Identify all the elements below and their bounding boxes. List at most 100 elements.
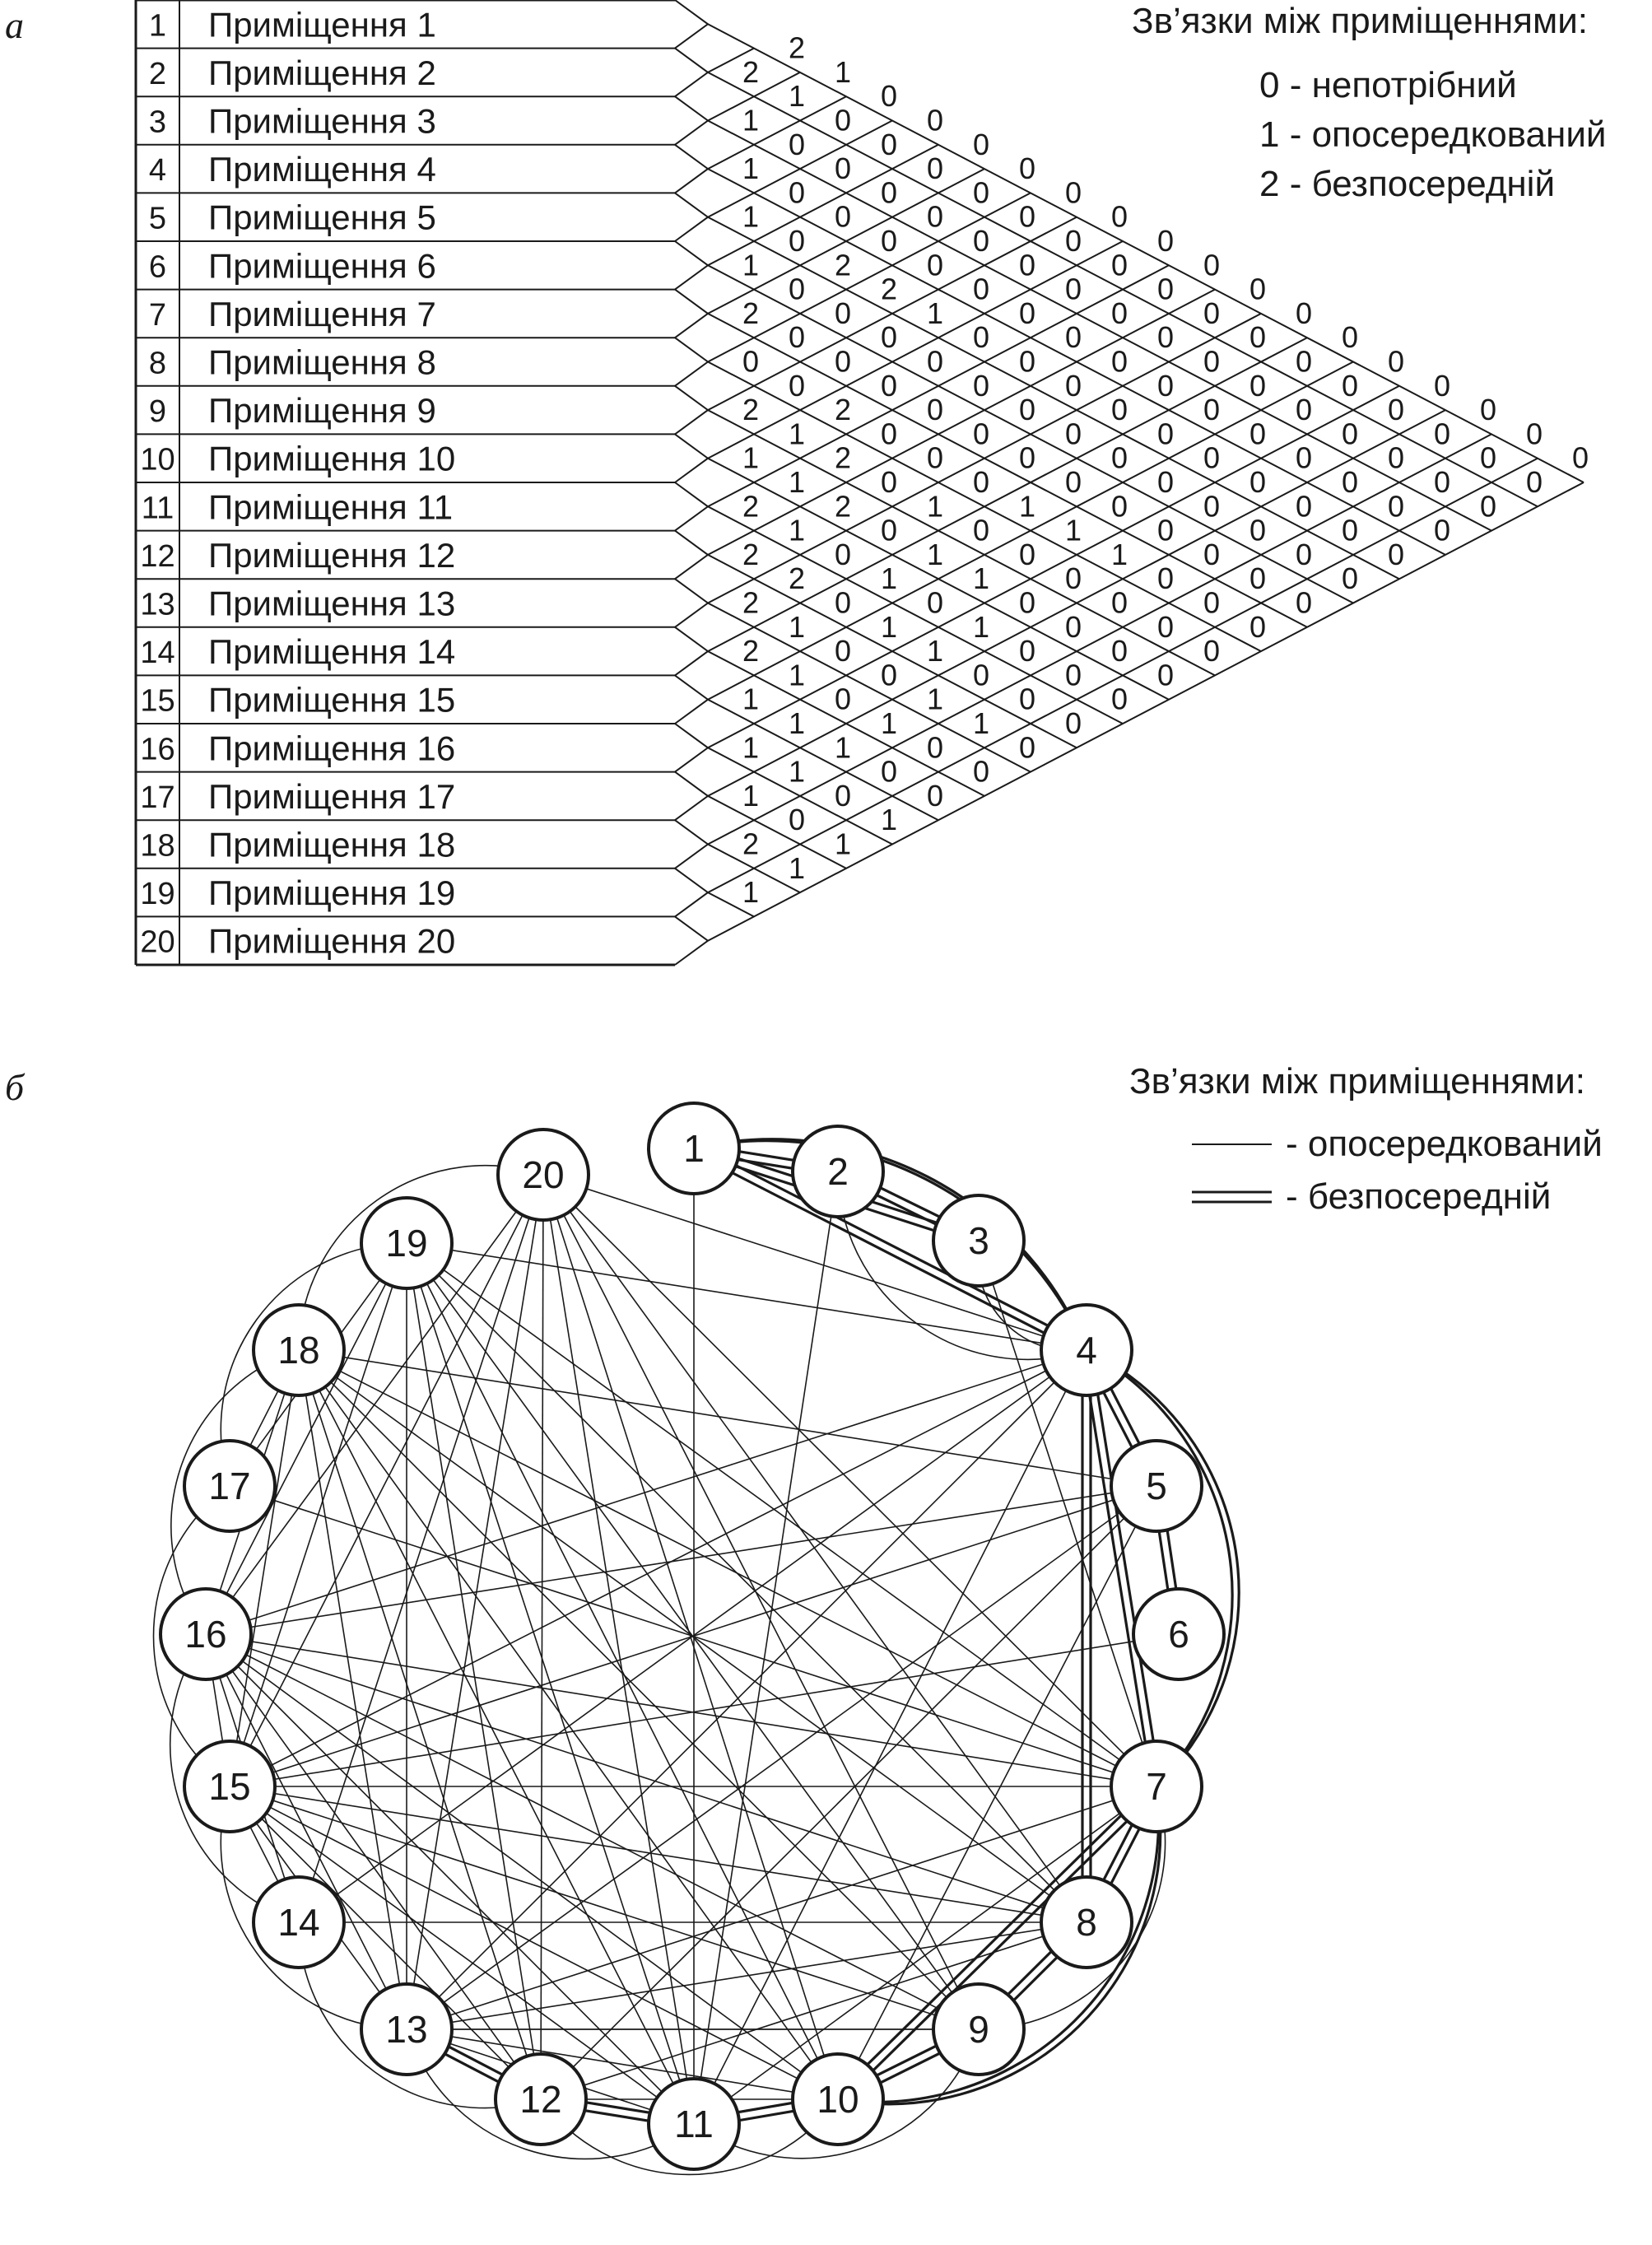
relation-value: 0 — [1342, 320, 1358, 354]
lattice-line-down — [707, 409, 1216, 677]
relation-value: 0 — [1065, 561, 1082, 595]
relation-value: 0 — [1065, 706, 1082, 740]
indirect-link — [298, 1349, 407, 2030]
relation-value: 0 — [1019, 730, 1035, 764]
indirect-link — [406, 1786, 1157, 2030]
indirect-arc — [298, 1921, 542, 2109]
relation-value: 0 — [1249, 465, 1266, 499]
relation-value: 0 — [1296, 538, 1312, 571]
relation-value: 1 — [742, 441, 759, 475]
relation-value: 0 — [1249, 417, 1266, 450]
relation-value: 0 — [1019, 345, 1035, 379]
panel-b-letter: б — [5, 1066, 26, 1108]
relation-value: 0 — [1019, 586, 1035, 620]
relation-value: 0 — [927, 779, 943, 813]
panel-b-legend: Зв’язки між приміщеннями: - опосередкова… — [1129, 1061, 1603, 1217]
relation-value: 0 — [1434, 417, 1450, 450]
room-node-17 — [183, 1439, 277, 1533]
indirect-arc — [298, 1165, 544, 1351]
relation-value: 1 — [1111, 538, 1128, 571]
room-node-label: 3 — [968, 1219, 989, 1262]
row-connector — [674, 723, 710, 773]
direct-link — [834, 1782, 1155, 2098]
relation-value: 0 — [1111, 200, 1128, 234]
relation-value: 1 — [742, 248, 759, 282]
room-name: Приміщення 12 — [208, 536, 455, 575]
relation-value: 1 — [789, 610, 805, 644]
relation-value: 0 — [835, 682, 851, 716]
relation-value: 0 — [1480, 393, 1496, 426]
indirect-link — [298, 1349, 839, 2100]
relation-value: 0 — [1388, 489, 1404, 523]
relation-value: 2 — [835, 441, 851, 475]
relation-value: 0 — [1111, 345, 1128, 379]
room-number: 3 — [149, 105, 166, 140]
relation-value: 0 — [1296, 441, 1312, 475]
indirect-link — [229, 1633, 1180, 1787]
indirect-arc — [540, 2098, 839, 2176]
relation-value: 1 — [927, 682, 943, 716]
indirect-link — [229, 1349, 300, 1787]
room-node-2 — [791, 1125, 885, 1218]
row-connector — [674, 915, 710, 966]
relation-value: 0 — [835, 345, 851, 379]
row-connector — [674, 0, 710, 49]
relation-value: 0 — [835, 296, 851, 330]
relation-value: 0 — [1019, 682, 1035, 716]
room-node-label: 5 — [1146, 1465, 1167, 1507]
relation-value: 1 — [789, 658, 805, 692]
relation-value: 0 — [1157, 369, 1174, 403]
panel-a: а Зв’язки між приміщеннями: 0 - непотріб… — [5, 0, 1606, 966]
lattice-line-up — [707, 168, 985, 314]
relation-value: 0 — [1526, 465, 1543, 499]
indirect-link — [229, 1349, 1087, 1787]
room-name: Приміщення 6 — [208, 246, 436, 285]
relation-value: 2 — [881, 272, 897, 306]
relation-value: 1 — [881, 610, 897, 644]
relation-value: 0 — [1019, 538, 1035, 571]
relation-value: 0 — [1019, 151, 1035, 185]
relation-value: 0 — [789, 369, 805, 403]
relation-value: 0 — [1019, 634, 1035, 668]
room-node-7 — [1110, 1740, 1203, 1833]
indirect-link — [693, 1786, 1157, 2125]
panel-a-letter: а — [5, 4, 24, 46]
room-name: Приміщення 3 — [208, 102, 436, 141]
relation-value: 0 — [835, 634, 851, 668]
relation-value: 1 — [927, 538, 943, 571]
indirect-link — [406, 1921, 1087, 2030]
room-node-18 — [252, 1303, 346, 1397]
indirect-arc — [978, 1786, 1166, 2030]
row-connector — [674, 143, 710, 194]
room-node-label: 11 — [674, 2103, 714, 2145]
relation-value: 0 — [1111, 296, 1128, 330]
relation-value: 0 — [1434, 369, 1450, 403]
room-node-1 — [647, 1102, 741, 1195]
room-node-4 — [1040, 1303, 1133, 1397]
relation-value: 0 — [1157, 465, 1174, 499]
room-name: Приміщення 4 — [208, 150, 436, 189]
relation-value: 0 — [1203, 634, 1220, 668]
lattice-line-down — [707, 505, 1124, 724]
relation-value: 0 — [881, 369, 897, 403]
room-node-label: 14 — [277, 1901, 319, 1944]
relation-value: 2 — [789, 31, 805, 65]
legend-a-title: Зв’язки між приміщеннями: — [1132, 1, 1588, 41]
lattice-line-down — [707, 892, 755, 918]
relation-value: 0 — [1480, 441, 1496, 475]
indirect-link — [542, 1174, 695, 2125]
room-node-label: 12 — [519, 2078, 561, 2121]
relation-value: 1 — [789, 79, 805, 113]
room-node-20 — [496, 1128, 590, 1222]
lattice-line-up — [707, 264, 1170, 508]
relation-value: 1 — [881, 803, 897, 836]
relation-value: 0 — [881, 465, 897, 499]
relation-value: 0 — [1388, 345, 1404, 379]
indirect-link — [406, 1242, 1087, 1351]
room-number: 20 — [140, 925, 175, 960]
indirect-link — [540, 1174, 544, 2100]
relation-value: 1 — [927, 634, 943, 668]
relation-value: 0 — [789, 803, 805, 836]
relation-value: 0 — [1572, 441, 1589, 475]
indirect-link — [406, 1242, 542, 2100]
